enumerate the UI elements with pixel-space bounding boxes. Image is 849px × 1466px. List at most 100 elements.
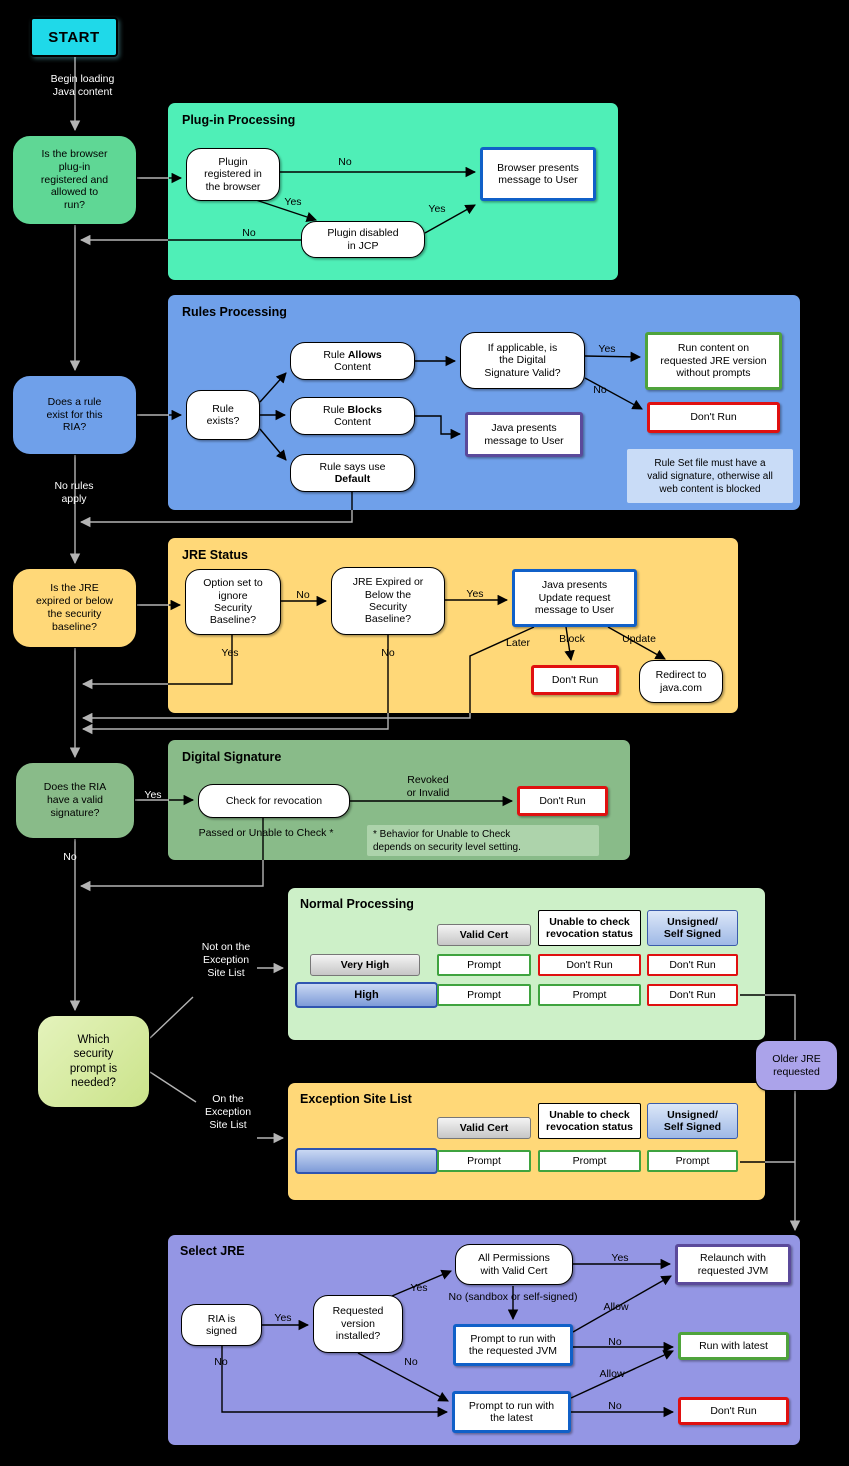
decision-valid-signature: Does the RIA have a valid signature? xyxy=(15,762,135,839)
label-jre-yes-down: Yes xyxy=(221,647,239,659)
cell-high-valid-cert: Prompt xyxy=(437,984,531,1006)
label-rules-yes: Yes xyxy=(598,343,616,355)
rule-blocks-content: Content xyxy=(334,416,371,428)
label-plugin-no-out: No xyxy=(242,227,256,239)
label-update: Update xyxy=(622,633,656,645)
section-title-exception: Exception Site List xyxy=(300,1092,412,1106)
section-title-digital: Digital Signature xyxy=(182,750,282,764)
node-redirect-java-com: Redirect to java.com xyxy=(639,660,723,703)
label-on-exception-site-list: On the Exception Site List xyxy=(204,1093,252,1132)
section-title-select: Select JRE xyxy=(180,1244,245,1258)
cell-esl-unsigned: Prompt xyxy=(647,1150,738,1172)
label-signature-no: No xyxy=(63,851,77,863)
rule-allows-bold: Allows xyxy=(347,348,382,361)
header-unable-to-check: Unable to check revocation status xyxy=(538,910,641,946)
outcome-dont-run-signature: Don't Run xyxy=(517,786,608,816)
start-node: START xyxy=(30,17,118,57)
label-plugin-yes-up: Yes xyxy=(428,203,446,215)
outcome-run-content-no-prompts: Run content on requested JRE version wit… xyxy=(645,332,782,390)
decision-older-jre: Older JRE requested xyxy=(755,1040,838,1091)
label-allow-latest: Allow xyxy=(599,1368,625,1380)
header-esl-unsigned-self-signed: Unsigned/ Self Signed xyxy=(647,1103,738,1139)
outcome-dont-run-rules: Don't Run xyxy=(647,402,780,433)
cell-very-high-valid-cert: Prompt xyxy=(437,954,531,976)
rule-allows-pre: Rule xyxy=(323,348,345,361)
cell-very-high-unable: Don't Run xyxy=(538,954,641,976)
rule-blocks-bold: Blocks xyxy=(347,403,382,416)
begin-loading-label: Begin loading Java content xyxy=(50,73,115,99)
outcome-dont-run-jre: Don't Run xyxy=(531,665,619,695)
row-label-high: High xyxy=(295,982,438,1008)
header-esl-unable-to-check: Unable to check revocation status xyxy=(538,1103,641,1139)
cell-esl-unable: Prompt xyxy=(538,1150,641,1172)
outcome-run-with-latest: Run with latest xyxy=(678,1332,789,1360)
label-select-yes-permissions: Yes xyxy=(611,1252,629,1264)
cell-very-high-unsigned: Don't Run xyxy=(647,954,738,976)
row-label-very-high: Very High xyxy=(310,954,420,976)
section-title-jre: JRE Status xyxy=(182,548,248,562)
rule-default-bold: Default xyxy=(334,473,371,485)
node-requested-version-installed: Requested version installed? xyxy=(313,1295,403,1353)
label-passed-or-unable: Passed or Unable to Check * xyxy=(198,827,334,839)
outcome-browser-presents-message: Browser presents message to User xyxy=(480,147,596,201)
node-if-applicable-signature-valid: If applicable, is the Digital Signature … xyxy=(460,332,585,389)
label-block: Block xyxy=(559,633,585,645)
rule-allows-content: Content xyxy=(334,361,371,373)
node-option-ignore-baseline: Option set to ignore Security Baseline? xyxy=(185,569,281,635)
outcome-relaunch-requested-jvm: Relaunch with requested JVM xyxy=(675,1244,791,1285)
cell-high-unable: Prompt xyxy=(538,984,641,1006)
label-no-sandbox-self-signed: No (sandbox or self-signed) xyxy=(448,1291,578,1303)
outcome-dont-run-select: Don't Run xyxy=(678,1397,789,1425)
node-ria-is-signed: RIA is signed xyxy=(181,1304,262,1346)
label-later: Later xyxy=(506,637,530,649)
outcome-java-update-message: Java presents Update request message to … xyxy=(512,569,637,627)
outcome-prompt-run-latest: Prompt to run with the latest xyxy=(452,1391,571,1433)
node-rule-exists: Rule exists? xyxy=(186,390,260,440)
decision-browser-plugin: Is the browser plug-in registered and al… xyxy=(12,135,137,225)
label-select-yes-version: Yes xyxy=(410,1282,428,1294)
header-unsigned-self-signed: Unsigned/ Self Signed xyxy=(647,910,738,946)
label-no-latest: No xyxy=(608,1400,622,1412)
node-plugin-disabled: Plugin disabled in JCP xyxy=(301,221,425,258)
section-title-normal: Normal Processing xyxy=(300,897,414,911)
cell-high-unsigned: Don't Run xyxy=(647,984,738,1006)
label-no-requested: No xyxy=(608,1336,622,1348)
label-plugin-no: No xyxy=(338,156,352,168)
decision-rule-exists: Does a rule exist for this RIA? xyxy=(12,375,137,455)
node-plugin-registered: Plugin registered in the browser xyxy=(186,148,280,201)
cell-esl-valid-cert: Prompt xyxy=(437,1150,531,1172)
section-title-plugin: Plug-in Processing xyxy=(182,113,296,127)
label-select-yes-signed: Yes xyxy=(274,1312,292,1324)
label-rules-no: No xyxy=(593,384,607,396)
label-not-on-exception-site-list: Not on the Exception Site List xyxy=(201,941,251,980)
note-rule-set-signature: Rule Set file must have a valid signatur… xyxy=(627,449,793,503)
node-all-permissions-valid-cert: All Permissions with Valid Cert xyxy=(455,1244,573,1285)
label-allow-requested: Allow xyxy=(603,1301,629,1313)
label-revoked-or-invalid: Revoked or Invalid xyxy=(406,774,450,800)
header-esl-valid-cert: Valid Cert xyxy=(437,1117,531,1139)
label-jre-no: No xyxy=(296,589,310,601)
node-jre-expired-question: JRE Expired or Below the Security Baseli… xyxy=(331,567,445,635)
note-unable-to-check-behavior: * Behavior for Unable to Check depends o… xyxy=(367,825,599,856)
row-bar-exception xyxy=(295,1148,438,1174)
section-exception-site-list: Exception Site List xyxy=(288,1083,765,1200)
outcome-prompt-run-requested-jvm: Prompt to run with the requested JVM xyxy=(453,1324,573,1366)
node-check-for-revocation: Check for revocation xyxy=(198,784,350,818)
label-signature-yes: Yes xyxy=(144,789,162,801)
header-valid-cert: Valid Cert xyxy=(437,924,531,946)
rule-default-pre: Rule says use xyxy=(319,460,386,473)
label-no-version: No xyxy=(404,1356,418,1368)
decision-security-prompt: Which security prompt is needed? xyxy=(37,1015,150,1108)
label-no-ria-signed: No xyxy=(214,1356,228,1368)
label-no-rules-apply: No rules apply xyxy=(54,480,94,506)
label-jre-no-down: No xyxy=(381,647,395,659)
outcome-java-presents-message: Java presents message to User xyxy=(465,412,583,457)
decision-jre-expired: Is the JRE expired or below the security… xyxy=(12,568,137,648)
label-jre-yes: Yes xyxy=(466,588,484,600)
label-plugin-yes-down: Yes xyxy=(284,196,302,208)
rule-blocks-pre: Rule xyxy=(323,403,345,416)
